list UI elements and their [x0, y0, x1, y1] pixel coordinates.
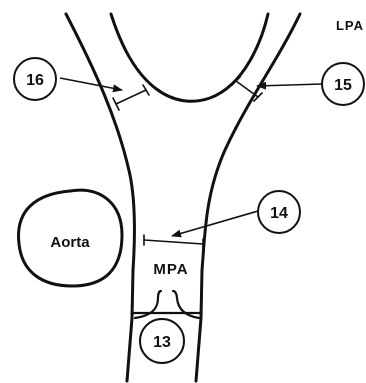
measure-tick-16-left — [113, 98, 119, 110]
measure-tick-16-right — [143, 85, 149, 95]
measure-line-16 — [116, 90, 146, 104]
callout-number-15: 15 — [334, 77, 352, 94]
callout-number-16: 16 — [26, 72, 44, 89]
label-mpa: MPA — [153, 261, 188, 278]
callout-number-14: 14 — [270, 205, 288, 222]
measure-line-15 — [236, 81, 258, 97]
callout-number-13: 13 — [153, 334, 171, 351]
arrow-16 — [60, 78, 122, 90]
label-lpa: LPA — [336, 18, 364, 33]
label-aorta: Aorta — [50, 234, 90, 251]
bifurcation-curve — [111, 14, 268, 101]
vessel-outer-left-wall — [66, 14, 135, 381]
arrow-15 — [257, 84, 322, 86]
arrow-14 — [172, 211, 258, 236]
measure-line-14 — [144, 240, 203, 244]
